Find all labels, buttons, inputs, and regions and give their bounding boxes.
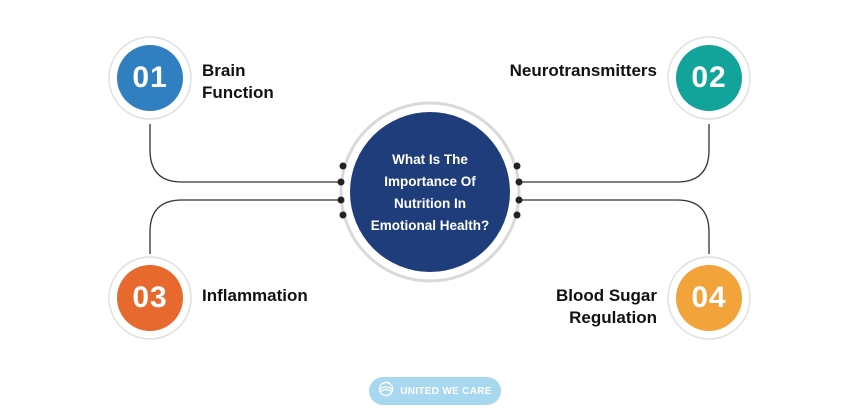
connector-dot	[339, 211, 347, 219]
connector-02	[519, 124, 710, 183]
number-text: 04	[691, 281, 727, 314]
label-line: Neurotransmitters	[509, 61, 657, 80]
connector-04	[519, 199, 710, 254]
center-circle	[350, 112, 510, 272]
label-line: Brain	[202, 61, 246, 80]
connector-dot	[515, 178, 523, 186]
number-circle-02: 02	[676, 45, 742, 111]
center-line: Nutrition In	[394, 196, 466, 211]
number-circle-03: 03	[117, 265, 183, 331]
connector-dot	[513, 162, 521, 170]
center-line: What Is The	[392, 152, 468, 167]
center-line: Emotional Health?	[370, 218, 490, 233]
label-line: Inflammation	[202, 286, 308, 305]
globe-icon	[378, 381, 394, 402]
label-brain-function: Brain Function	[202, 60, 274, 104]
label-inflammation: Inflammation	[202, 285, 308, 307]
center-title: What Is The Importance Of Nutrition In E…	[350, 137, 510, 249]
number-circle-04: 04	[676, 265, 742, 331]
label-line: Regulation	[569, 308, 657, 327]
label-line: Blood Sugar	[555, 286, 657, 305]
connector-03	[149, 199, 340, 254]
label-blood-sugar-regulation: Blood Sugar Regulation	[556, 285, 657, 329]
logo: UNITED WE CARE	[369, 377, 501, 405]
number-text: 02	[691, 61, 727, 94]
number-text: 03	[132, 281, 168, 314]
connector-dot	[513, 211, 521, 219]
connector-dot	[339, 162, 347, 170]
number-text: 01	[132, 61, 168, 94]
number-circle-01: 01	[117, 45, 183, 111]
label-neurotransmitters: Neurotransmitters	[510, 60, 657, 82]
connector-dot	[337, 178, 345, 186]
label-line: Function	[202, 83, 274, 102]
connector-01	[149, 124, 340, 183]
connector-dot	[515, 196, 523, 204]
center-line: Importance Of	[384, 174, 476, 189]
logo-text: UNITED WE CARE	[400, 385, 492, 397]
connector-dot	[337, 196, 345, 204]
